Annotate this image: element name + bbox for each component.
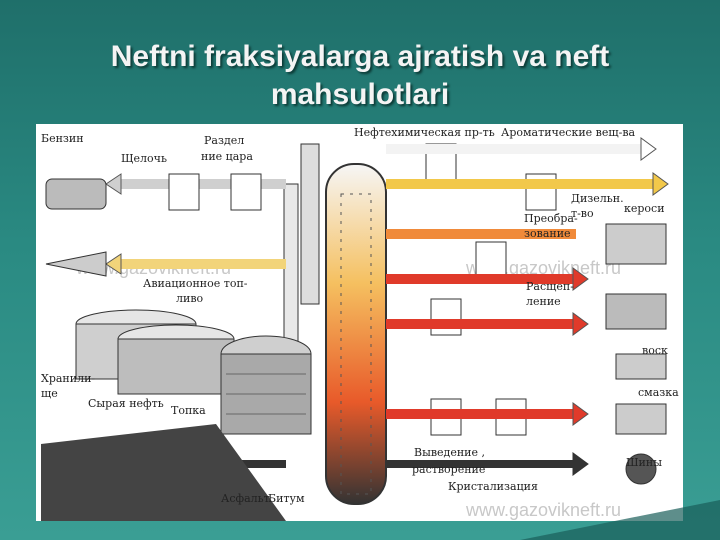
label-smazka: смазка [638, 386, 679, 399]
label-asfalt: Асфальт [221, 492, 270, 505]
label-razdelenie-1: Раздел [204, 134, 244, 147]
arrow-vosk-head [572, 267, 589, 291]
label-vosk: воск [642, 344, 668, 357]
arrow-smazka-head [572, 312, 589, 336]
plane-pictogram [45, 251, 107, 277]
label-syraya-neft: Сырая нефть [88, 397, 164, 410]
label-khranil-1: Хранили- [41, 372, 95, 385]
slide-corner-decoration [520, 500, 720, 540]
label-bitum: Битум [268, 492, 305, 505]
label-preobr-2: зование [524, 227, 571, 240]
arrow-shiny-head [572, 402, 589, 426]
label-shiny: Шины [626, 456, 662, 469]
house-pictogram [605, 223, 667, 265]
car-pictogram [45, 178, 107, 210]
watermark-4: www.gazovikneft.ru [465, 500, 621, 520]
label-vyvedenie-2: растворение [412, 463, 485, 476]
box-preobr [475, 241, 507, 279]
label-benzin: Бензин [41, 132, 84, 145]
label-preobr-1: Преобра- [524, 212, 578, 225]
refinery-diagram: www.gazovikneft.ru www.gazovikneft.ru ww… [36, 124, 683, 521]
refinery-diagram-svg: www.gazovikneft.ru www.gazovikneft.ru ww… [41, 126, 679, 521]
side-pipe-1 [300, 143, 320, 305]
label-dizel-1: Дизельн. [571, 192, 624, 205]
arrow-dizel-head [652, 172, 669, 196]
furnace-coils [226, 373, 306, 415]
label-shchelochi: Щелочь [121, 152, 167, 165]
label-topka: Топка [171, 404, 206, 417]
label-kerosin: кероси [624, 202, 665, 215]
label-neftekhim: Нефтехимическая пр-ть [354, 126, 495, 139]
label-razdelenie-2: ние цара [201, 150, 253, 163]
oil-can-pictogram [615, 403, 667, 435]
label-aromat: Ароматические вещ-ва [501, 126, 636, 139]
tire-pictogram [625, 453, 657, 485]
label-rasshchep-2: ление [526, 295, 561, 308]
tank-2 [117, 338, 235, 395]
factory-pictogram [605, 293, 667, 330]
label-avia-1: Авиационное топ- [143, 277, 248, 290]
box-rasshchep [430, 298, 462, 336]
column-trays [340, 193, 372, 495]
label-rasshchep-1: Расщеп- [526, 280, 574, 293]
distillation-column [325, 163, 387, 505]
label-khranil-2: ще [41, 387, 58, 400]
arrow-avia-head [105, 253, 122, 275]
arrow-aromat-head [640, 137, 657, 161]
candle-pictogram [615, 353, 667, 380]
label-vyvedenie-1: Выведение , [414, 446, 485, 459]
label-kristal: Кристализация [448, 480, 538, 493]
label-dizel-2: т-во [571, 207, 594, 220]
box-razdelenie [230, 173, 262, 211]
road-pictogram [41, 424, 286, 521]
label-avia-2: ливо [176, 292, 204, 305]
box-shchelochi [168, 173, 200, 211]
arrow-bitum-head [572, 452, 589, 476]
arrow-benzin-head [105, 173, 122, 195]
slide-title: Neftni fraksiyalarga ajratish va neft ma… [110, 40, 610, 111]
